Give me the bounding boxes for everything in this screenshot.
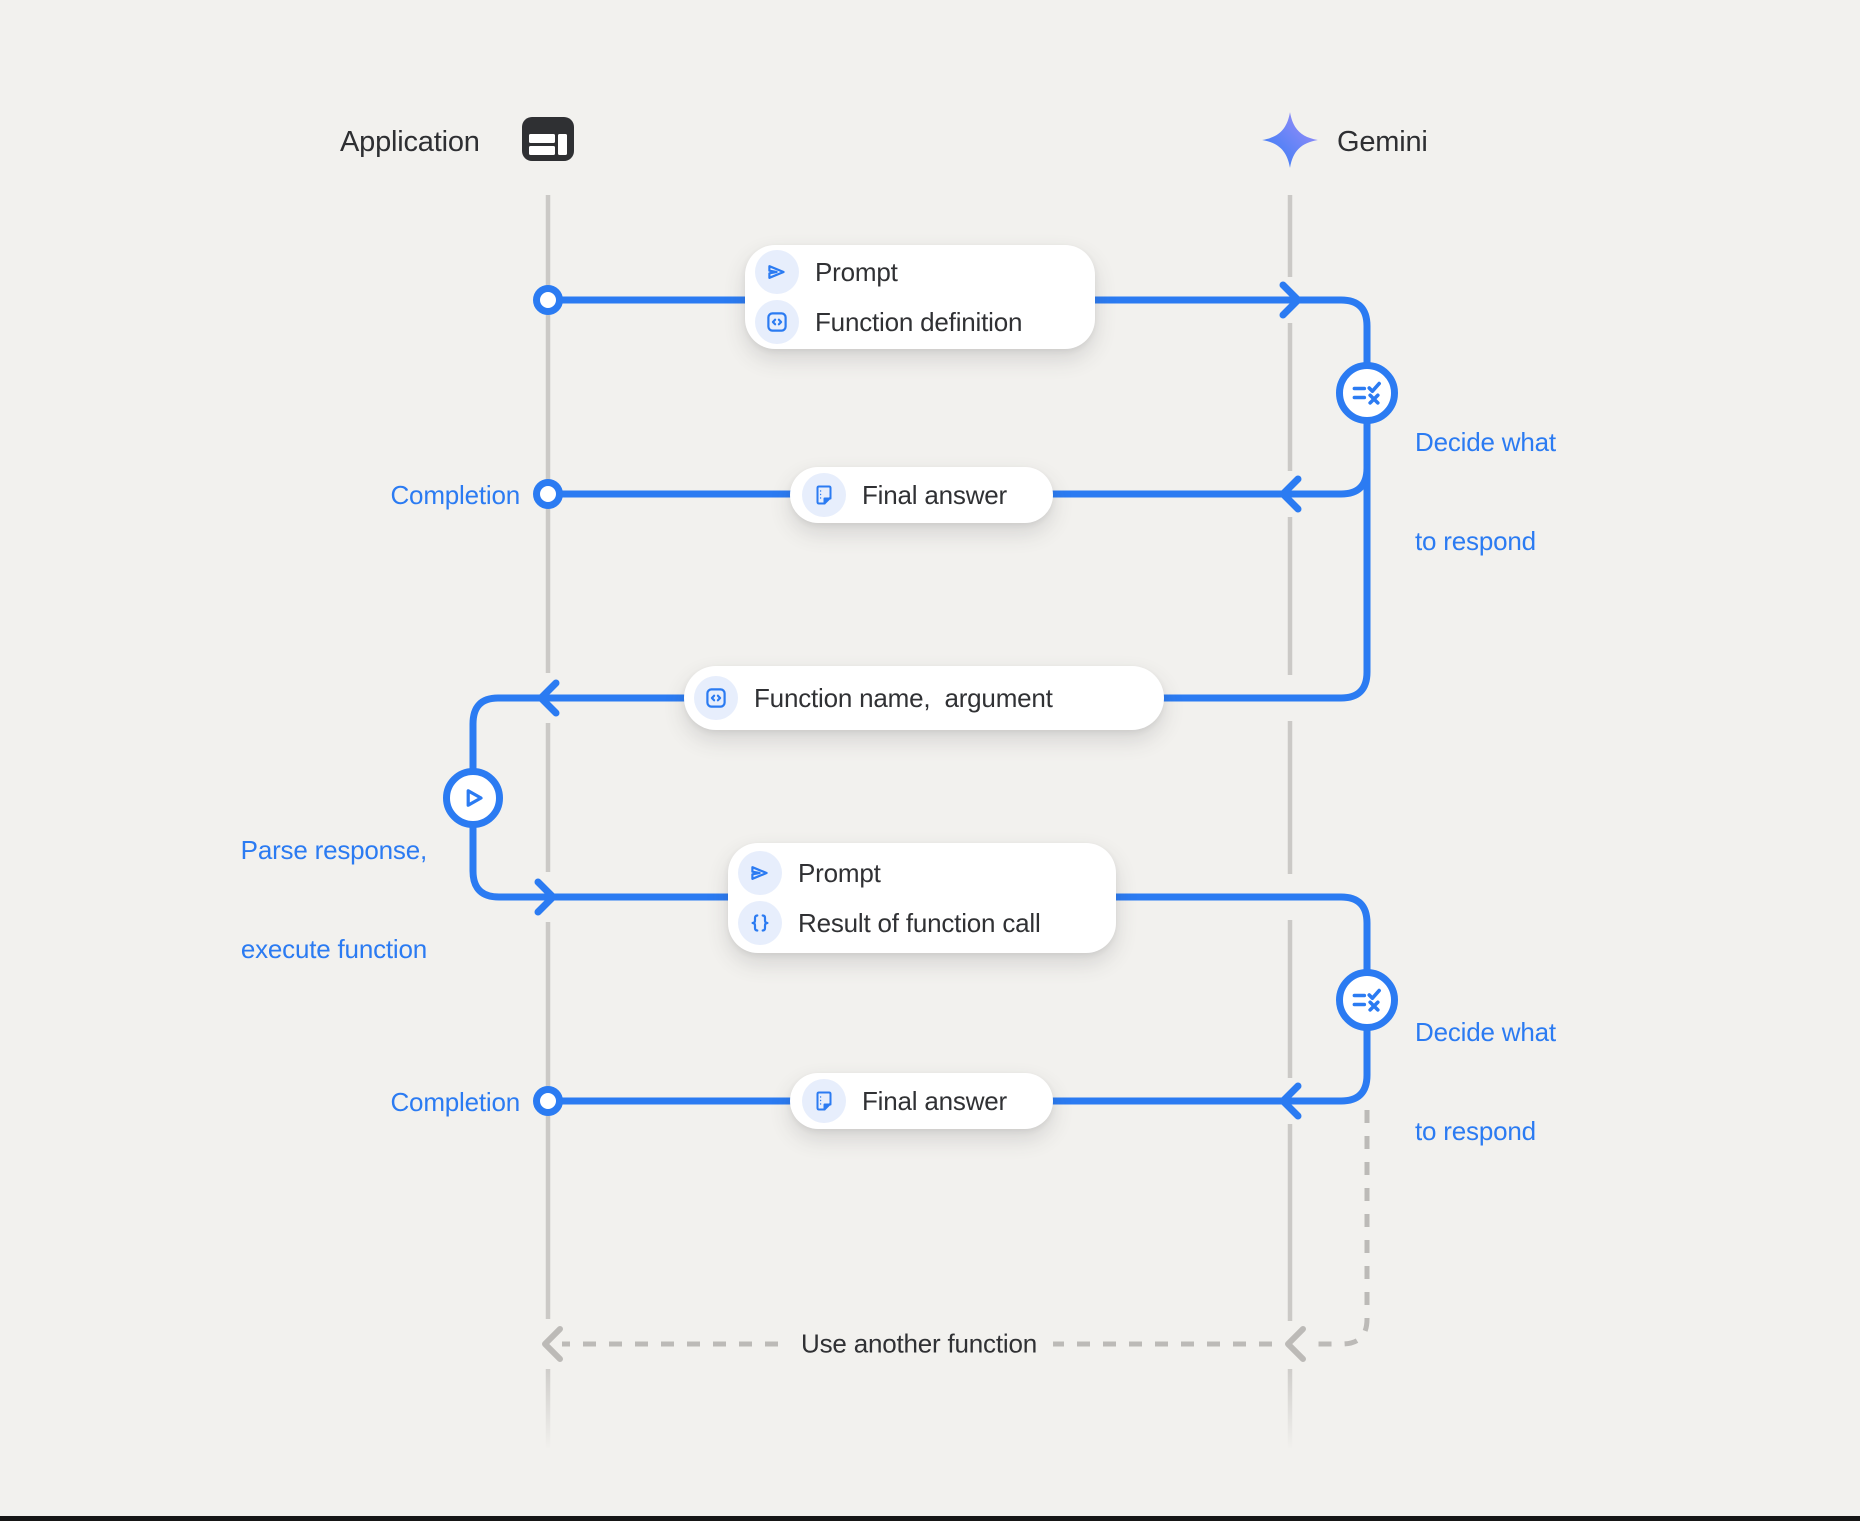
message-text-prompt: Prompt: [798, 857, 881, 888]
message-text-function-name: Function name, argument: [754, 682, 1053, 713]
arrowhead-final1: [1279, 475, 1302, 513]
parse-label-line1: Parse response,: [240, 835, 428, 865]
decide-label-line1: Decide what: [1415, 427, 1556, 457]
message-text-final-answer: Final answer: [862, 1085, 1007, 1116]
message-row: Final answer: [790, 1073, 1053, 1129]
message-box-prompt2: Prompt Result of function call: [728, 843, 1116, 953]
message-box-function-name: Function name, argument: [684, 666, 1164, 730]
endpoint-completion1: [533, 479, 563, 509]
arrowhead-function-name: [537, 679, 560, 717]
endpoint-completion2: [533, 1086, 563, 1116]
message-row: Result of function call: [728, 898, 1116, 948]
send-icon: [755, 250, 799, 294]
message-row: Prompt: [728, 848, 1116, 898]
completion-label-1: Completion: [390, 480, 520, 510]
play-icon: [466, 789, 483, 807]
code-square-icon: [755, 300, 799, 344]
message-text-function-definition: Function definition: [815, 306, 1023, 337]
app-window-icon: [522, 117, 574, 161]
message-text-prompt: Prompt: [815, 256, 898, 287]
message-row: Function name, argument: [684, 673, 1164, 723]
message-row: Prompt: [745, 247, 1095, 297]
arrowhead-prompt2: [534, 878, 557, 916]
flow-final2: [557, 1027, 1371, 1105]
decide-node-1: [1336, 362, 1398, 424]
application-title: Application: [340, 126, 480, 158]
document-icon: [802, 1079, 846, 1123]
send-icon: [738, 851, 782, 895]
endpoint-prompt1: [533, 285, 563, 315]
message-box-final1: Final answer: [790, 467, 1053, 523]
decide-node-2: [1336, 969, 1398, 1031]
message-box-prompt1: Prompt Function definition: [745, 245, 1095, 349]
parse-label: Parse response, execute function: [140, 768, 428, 1032]
gemini-title: Gemini: [1337, 126, 1428, 158]
message-row: Function definition: [745, 297, 1095, 347]
loop-label: Use another function: [785, 1328, 1053, 1360]
bottom-edge-strip: [0, 1516, 1860, 1521]
rule-check-icon: [1352, 381, 1381, 405]
gemini-sparkle-icon: [1262, 112, 1318, 168]
message-row: Final answer: [790, 467, 1053, 523]
message-box-final2: Final answer: [790, 1073, 1053, 1129]
completion-label-2: Completion: [390, 1087, 520, 1117]
arrowhead-final2: [1279, 1082, 1302, 1120]
decide-label-line1: Decide what: [1415, 1017, 1556, 1047]
message-text-final-answer: Final answer: [862, 479, 1007, 510]
loop-dashed-path: [562, 1110, 1370, 1347]
flow-prompt1: [556, 296, 1371, 366]
rule-check-icon: [1352, 988, 1381, 1012]
parse-node: [443, 768, 503, 828]
decide-label-line2: to respond: [1415, 1116, 1536, 1146]
decide-label-1: Decide what to respond: [1415, 360, 1556, 624]
parse-label-line2: execute function: [240, 934, 427, 964]
code-square-icon: [694, 676, 738, 720]
document-icon: [802, 473, 846, 517]
flow-final1: [557, 464, 1371, 498]
message-text-result: Result of function call: [798, 907, 1041, 938]
braces-icon: [738, 901, 782, 945]
loop-arrowhead-gemini: [1285, 1326, 1306, 1362]
loop-arrowhead-application: [542, 1326, 563, 1362]
decide-label-line2: to respond: [1415, 526, 1536, 556]
decide-label-2: Decide what to respond: [1415, 950, 1556, 1214]
arrowhead-prompt1: [1279, 281, 1302, 319]
